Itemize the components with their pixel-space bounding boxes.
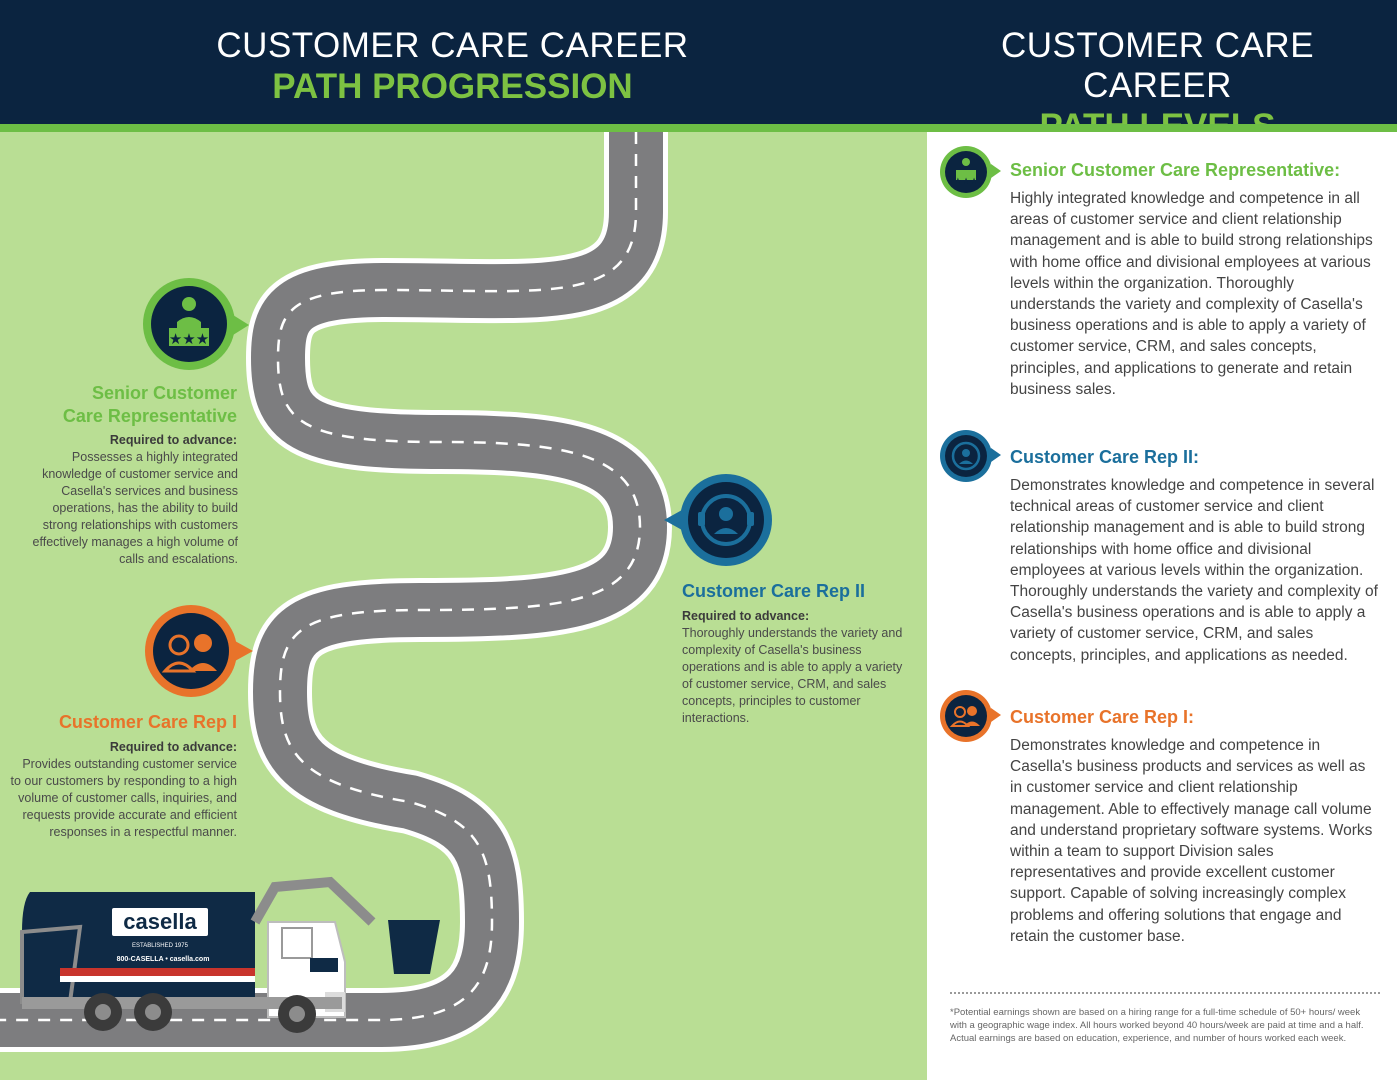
truck-contact: 800-CASELLA • casella.com [117, 956, 210, 963]
levels-panel [927, 132, 1397, 1080]
rep1-badge [145, 605, 237, 697]
winding-road [0, 132, 672, 1052]
svg-text:★★★: ★★★ [954, 177, 978, 187]
truck-logo: casella [123, 909, 197, 934]
headset-agent-icon [698, 494, 754, 546]
senior-title-line2: Care Representative [62, 406, 237, 426]
header-green-stripe [0, 124, 1397, 132]
two-agents-icon [161, 634, 217, 673]
rep2-badge [680, 474, 772, 566]
level-senior-pointer [991, 164, 1001, 178]
senior-description: Possesses a highly integrated knowledge … [32, 450, 238, 566]
level-senior-description: Highly integrated knowledge and competen… [1010, 190, 1373, 398]
truck-tagline: ESTABLISHED 1975 [132, 943, 189, 949]
rep1-description: Provides outstanding customer service to… [10, 757, 237, 839]
progression-heading-line2: PATH PROGRESSION [272, 67, 633, 106]
rep2-pointer [664, 510, 682, 530]
senior-pointer [233, 315, 249, 335]
rep1-required-label: Required to advance: [109, 740, 237, 754]
senior-badge: ★★★ [143, 278, 235, 370]
progression-heading-line1: CUSTOMER CARE CAREER [216, 26, 689, 65]
two-agents-icon [949, 706, 980, 727]
team-stars-icon: ★★★ [954, 158, 978, 187]
team-stars-icon: ★★★ [169, 297, 235, 348]
level-rep1-pointer [991, 708, 1001, 722]
footnote: *Potential earnings shown are based on a… [950, 1007, 1364, 1044]
senior-title: Senior Customer Care Representative [20, 382, 237, 428]
header-bar: CUSTOMER CARE CAREER PATH PROGRESSION CU… [0, 0, 1397, 146]
senior-required-label: Required to advance: [109, 433, 237, 447]
footnote-divider [950, 992, 1380, 994]
rep1-title: Customer Care Rep I [58, 712, 237, 732]
levels-heading-line1: CUSTOMER CARE CAREER [1000, 26, 1315, 105]
level-rep2-badge [940, 430, 992, 482]
level-rep1-title: Customer Care Rep I: [1010, 707, 1195, 727]
garbage-truck: casella ESTABLISHED 1975 800-CASELLA • c… [20, 876, 440, 1033]
rep1-pointer [235, 641, 253, 661]
road-scene: casella ESTABLISHED 1975 800-CASELLA • c… [0, 132, 672, 1052]
rep2-description: Thoroughly understands the variety and c… [682, 626, 903, 725]
rep2-required-label: Required to advance: [682, 609, 810, 623]
rep2-title: Customer Care Rep II [682, 581, 866, 601]
svg-text:★★★: ★★★ [169, 330, 209, 348]
progression-heading: CUSTOMER CARE CAREER PATH PROGRESSION [200, 26, 705, 108]
level-senior-title: Senior Customer Care Representative: [1010, 160, 1341, 180]
level-rep1-badge [940, 690, 992, 742]
senior-title-line1: Senior Customer [91, 383, 237, 403]
level-rep2-description: Demonstrates knowledge and competence in… [1010, 477, 1378, 664]
headset-agent-icon [951, 441, 981, 471]
level-rep2-pointer [991, 448, 1001, 462]
level-senior-badge: ★★★ [940, 146, 992, 198]
level-rep1-description: Demonstrates knowledge and competence in… [1010, 737, 1373, 945]
level-rep2-title: Customer Care Rep II: [1010, 447, 1200, 467]
